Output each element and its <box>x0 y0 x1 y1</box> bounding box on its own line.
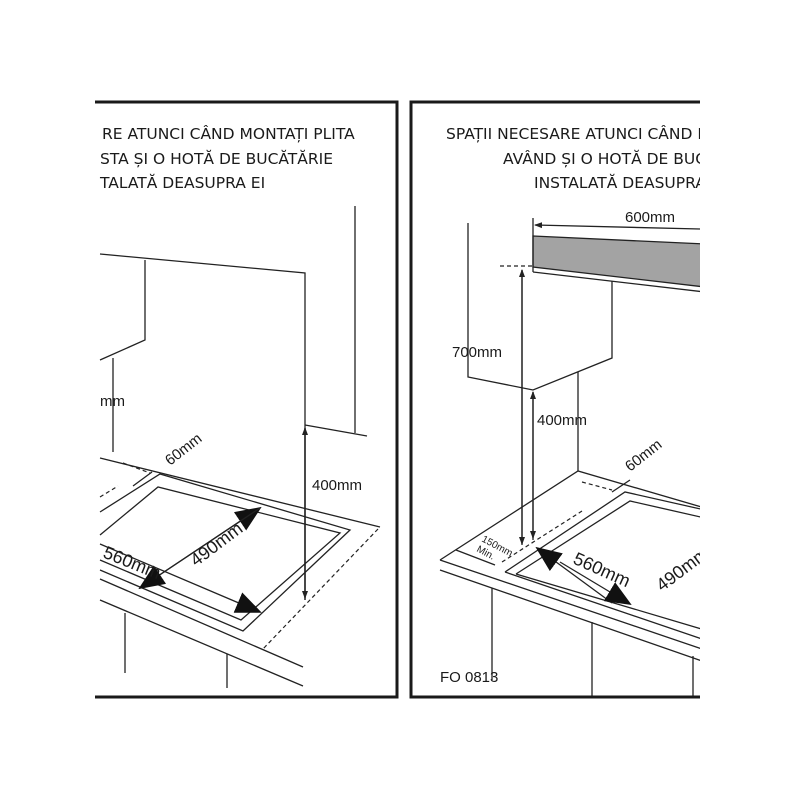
left-title-line-3: TALATĂ DEASUPRA EI <box>99 173 265 192</box>
right-panel: SPAȚII NECESARE ATUNCI CÂND M AVÂND ȘI O… <box>439 124 712 697</box>
right-panel-frame <box>409 100 700 699</box>
right-dim-60mm: 60mm <box>622 436 665 475</box>
left-panel-frame <box>95 100 399 699</box>
left-dim-partial-mm: mm <box>100 393 125 410</box>
left-title-line-1: RE ATUNCI CÂND MONTAȚI PLITA <box>102 124 355 143</box>
right-wall-lines <box>467 218 613 471</box>
right-dim-560mm: 560mm <box>570 548 633 591</box>
left-dim-560mm: 560mm <box>101 542 164 583</box>
left-dim-60mm: 60mm <box>162 430 205 469</box>
figure-code: FO 0813 <box>440 669 498 686</box>
right-dim-400mm: 400mm <box>537 412 587 429</box>
left-title-line-2: STA ȘI O HOTĂ DE BUCĂTĂRIE <box>100 149 333 168</box>
right-title-line-1: SPAȚII NECESARE ATUNCI CÂND M <box>446 124 711 143</box>
right-title-line-2: AVÂND ȘI O HOTĂ DE BUC <box>503 149 706 168</box>
left-panel: RE ATUNCI CÂND MONTAȚI PLITA STA ȘI O HO… <box>99 124 381 688</box>
left-dim-490mm: 490mm <box>186 518 246 570</box>
left-dim-400mm: 400mm <box>312 477 362 494</box>
right-dim-600mm: 600mm <box>625 209 675 226</box>
right-countertop <box>439 470 700 697</box>
left-hob <box>99 473 352 632</box>
left-countertop <box>99 457 381 688</box>
right-dim-490mm: 490mm <box>652 543 712 595</box>
right-dim-700mm: 700mm <box>452 344 502 361</box>
range-hood <box>532 235 700 293</box>
right-title-line-3: INSTALATĂ DEASUPRA <box>534 173 706 192</box>
